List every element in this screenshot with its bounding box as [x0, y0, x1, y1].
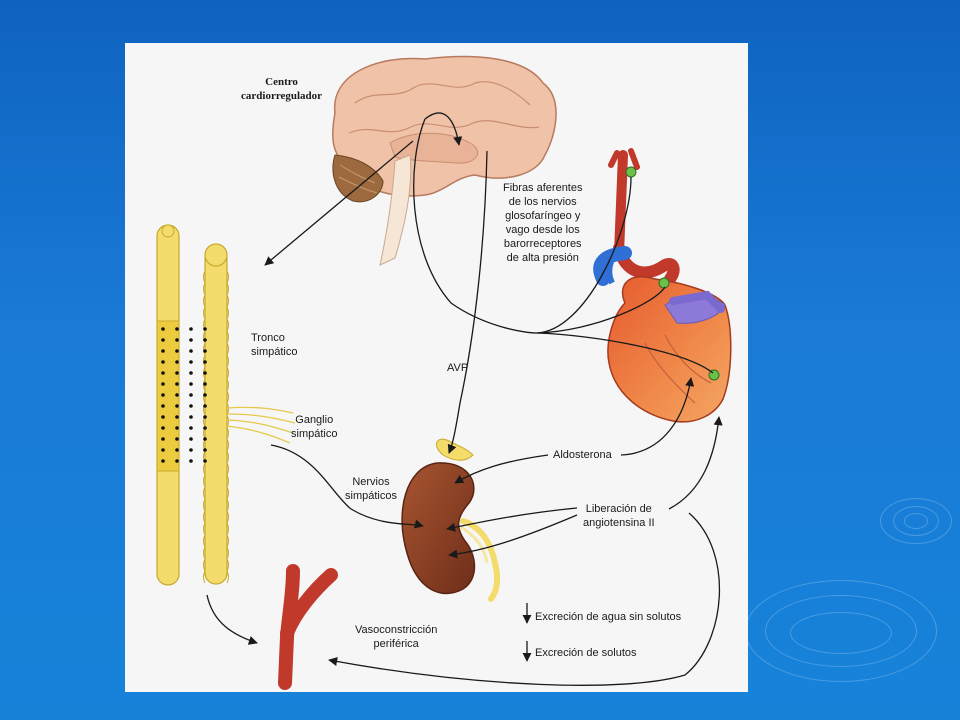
neuron-dot	[175, 448, 179, 452]
neuron-dot	[161, 448, 165, 452]
ganglion-fibers	[226, 406, 296, 444]
trunk-bead	[203, 558, 229, 572]
neuron-dot	[203, 437, 207, 441]
neuron-dot	[175, 382, 179, 386]
neuron-dot	[189, 415, 193, 419]
neuron-dot	[161, 338, 165, 342]
neuron-dot	[175, 437, 179, 441]
trunk-bead	[203, 534, 229, 548]
neuron-dot	[161, 360, 165, 364]
spinal-cord	[156, 224, 180, 586]
neuron-dot	[189, 371, 193, 375]
trunk-bead	[203, 270, 229, 284]
trunk-bead	[203, 498, 229, 512]
neuron-dot	[203, 393, 207, 397]
label-fibras-aferentes: Fibras aferentes de los nervios glosofar…	[503, 182, 583, 264]
neuron-dot	[203, 382, 207, 386]
neuron-dot	[203, 360, 207, 364]
kidney	[401, 438, 501, 602]
label-aldosterona: Aldosterona	[553, 449, 612, 461]
neuron-dot	[175, 360, 179, 364]
neuron-dot	[161, 393, 165, 397]
neuron-dot	[175, 404, 179, 408]
heart	[593, 148, 732, 423]
neuron-dot	[203, 404, 207, 408]
neuron-dot	[189, 459, 193, 463]
neuron-dot	[189, 338, 193, 342]
neuron-dot	[161, 426, 165, 430]
trunk-bead	[203, 294, 229, 308]
trunk-bead	[203, 546, 229, 560]
neuron-dot	[161, 437, 165, 441]
sympathetic-neuron-dots	[161, 327, 207, 463]
neuron-dot	[175, 415, 179, 419]
trunk-bead	[203, 570, 229, 584]
neuron-dot	[161, 415, 165, 419]
neuron-dot	[203, 459, 207, 463]
neuron-dot	[175, 459, 179, 463]
arrows	[206, 112, 723, 686]
trunk-bead	[203, 330, 229, 344]
neuron-dot	[161, 349, 165, 353]
trunk-bead	[203, 522, 229, 536]
neuron-dot	[189, 448, 193, 452]
neuron-dot	[189, 426, 193, 430]
neuron-dot	[161, 404, 165, 408]
neuron-dot	[161, 371, 165, 375]
trunk-bead	[203, 474, 229, 488]
neuron-dot	[203, 327, 207, 331]
neuron-dot	[189, 360, 193, 364]
neuron-dot	[189, 404, 193, 408]
neuron-dot	[175, 338, 179, 342]
trunk-bead	[203, 486, 229, 500]
neuron-dot	[175, 393, 179, 397]
neuron-dot	[203, 349, 207, 353]
label-nervios-simpaticos: Nervios simpáticos	[345, 476, 397, 502]
label-centro-cardiorregulador: Centro cardiorregulador	[241, 76, 323, 102]
label-tronco-simpatico: Tronco simpático	[251, 332, 298, 358]
trunk-bead	[203, 462, 229, 476]
neuron-dot	[203, 426, 207, 430]
neuron-dot	[203, 415, 207, 419]
peripheral-vessel	[278, 564, 338, 690]
neuron-dot	[161, 327, 165, 331]
neuron-dot	[189, 327, 193, 331]
neuron-dot	[175, 426, 179, 430]
trunk-bead	[203, 510, 229, 524]
neuron-dot	[175, 371, 179, 375]
label-ganglio-simpatico: Ganglio simpático	[291, 414, 338, 440]
neuron-dot	[175, 349, 179, 353]
label-liberacion-angiotensina: Liberación de angiotensina II	[583, 503, 655, 529]
diagram-card: Centro cardiorregulador Fibras aferentes…	[125, 43, 748, 692]
neuron-dot	[203, 371, 207, 375]
neuron-dot	[189, 349, 193, 353]
label-excrecion-agua: Excreción de agua sin solutos	[535, 611, 682, 623]
neuron-dot	[161, 459, 165, 463]
sympathetic-trunk	[203, 243, 229, 585]
label-excrecion-solutos: Excreción de solutos	[535, 647, 637, 659]
trunk-bead	[203, 306, 229, 320]
trunk-bead	[203, 354, 229, 368]
neuron-dot	[189, 382, 193, 386]
neuron-dot	[203, 338, 207, 342]
label-vasoconstriccion: Vasoconstricción periférica	[355, 624, 438, 650]
neuron-dot	[189, 437, 193, 441]
trunk-bead	[203, 282, 229, 296]
neuron-dot	[189, 393, 193, 397]
trunk-bead	[203, 378, 229, 392]
neuron-dot	[203, 448, 207, 452]
trunk-bead	[203, 342, 229, 356]
neuron-dot	[161, 382, 165, 386]
label-avp: AVP	[447, 362, 469, 374]
neuron-dot	[175, 327, 179, 331]
physiology-diagram	[125, 43, 748, 692]
trunk-bead	[203, 390, 229, 404]
